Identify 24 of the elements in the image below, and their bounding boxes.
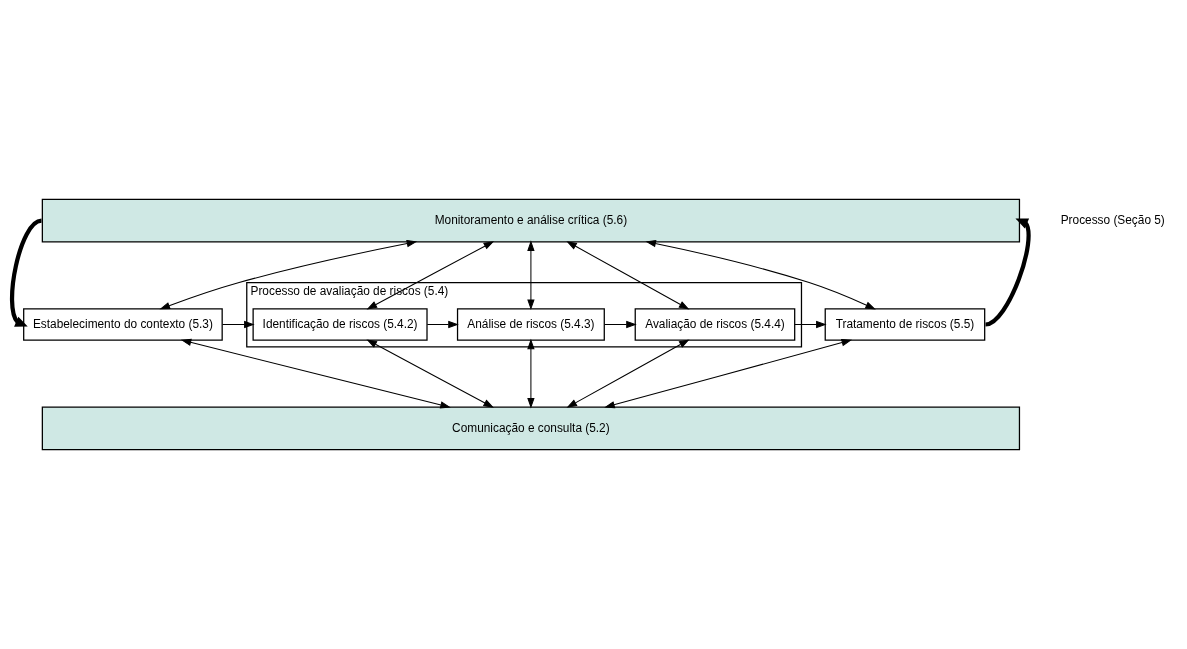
node-box: Análise de riscos (5.4.3): [456, 308, 605, 341]
node-box: Identificação de riscos (5.4.2): [252, 308, 428, 341]
arrow: [222, 320, 255, 329]
arrow: [527, 240, 535, 311]
arrow: [645, 240, 876, 310]
node-box: Tratamento de riscos (5.5): [824, 308, 986, 341]
arrow: [604, 320, 637, 329]
arrow: [9, 218, 43, 327]
node-box: Comunicação e consulta (5.2): [41, 406, 1021, 451]
arrow: [794, 320, 827, 329]
arrow: [984, 218, 1031, 327]
arrow: [159, 239, 418, 310]
arrow: [604, 339, 853, 409]
arrow: [566, 339, 690, 408]
arrow: [366, 339, 494, 408]
node-box: Estabelecimento do contexto (5.3): [23, 308, 223, 341]
node-box: Monitoramento e análise crítica (5.6): [41, 198, 1021, 243]
arrow: [566, 241, 690, 310]
node-box: Avaliação de riscos (5.4.4): [634, 308, 796, 341]
arrow: [366, 241, 495, 310]
label: Processo (Seção 5): [1060, 212, 1165, 227]
arrow: [426, 320, 459, 329]
arrow: [527, 338, 535, 409]
arrow: [180, 338, 451, 409]
